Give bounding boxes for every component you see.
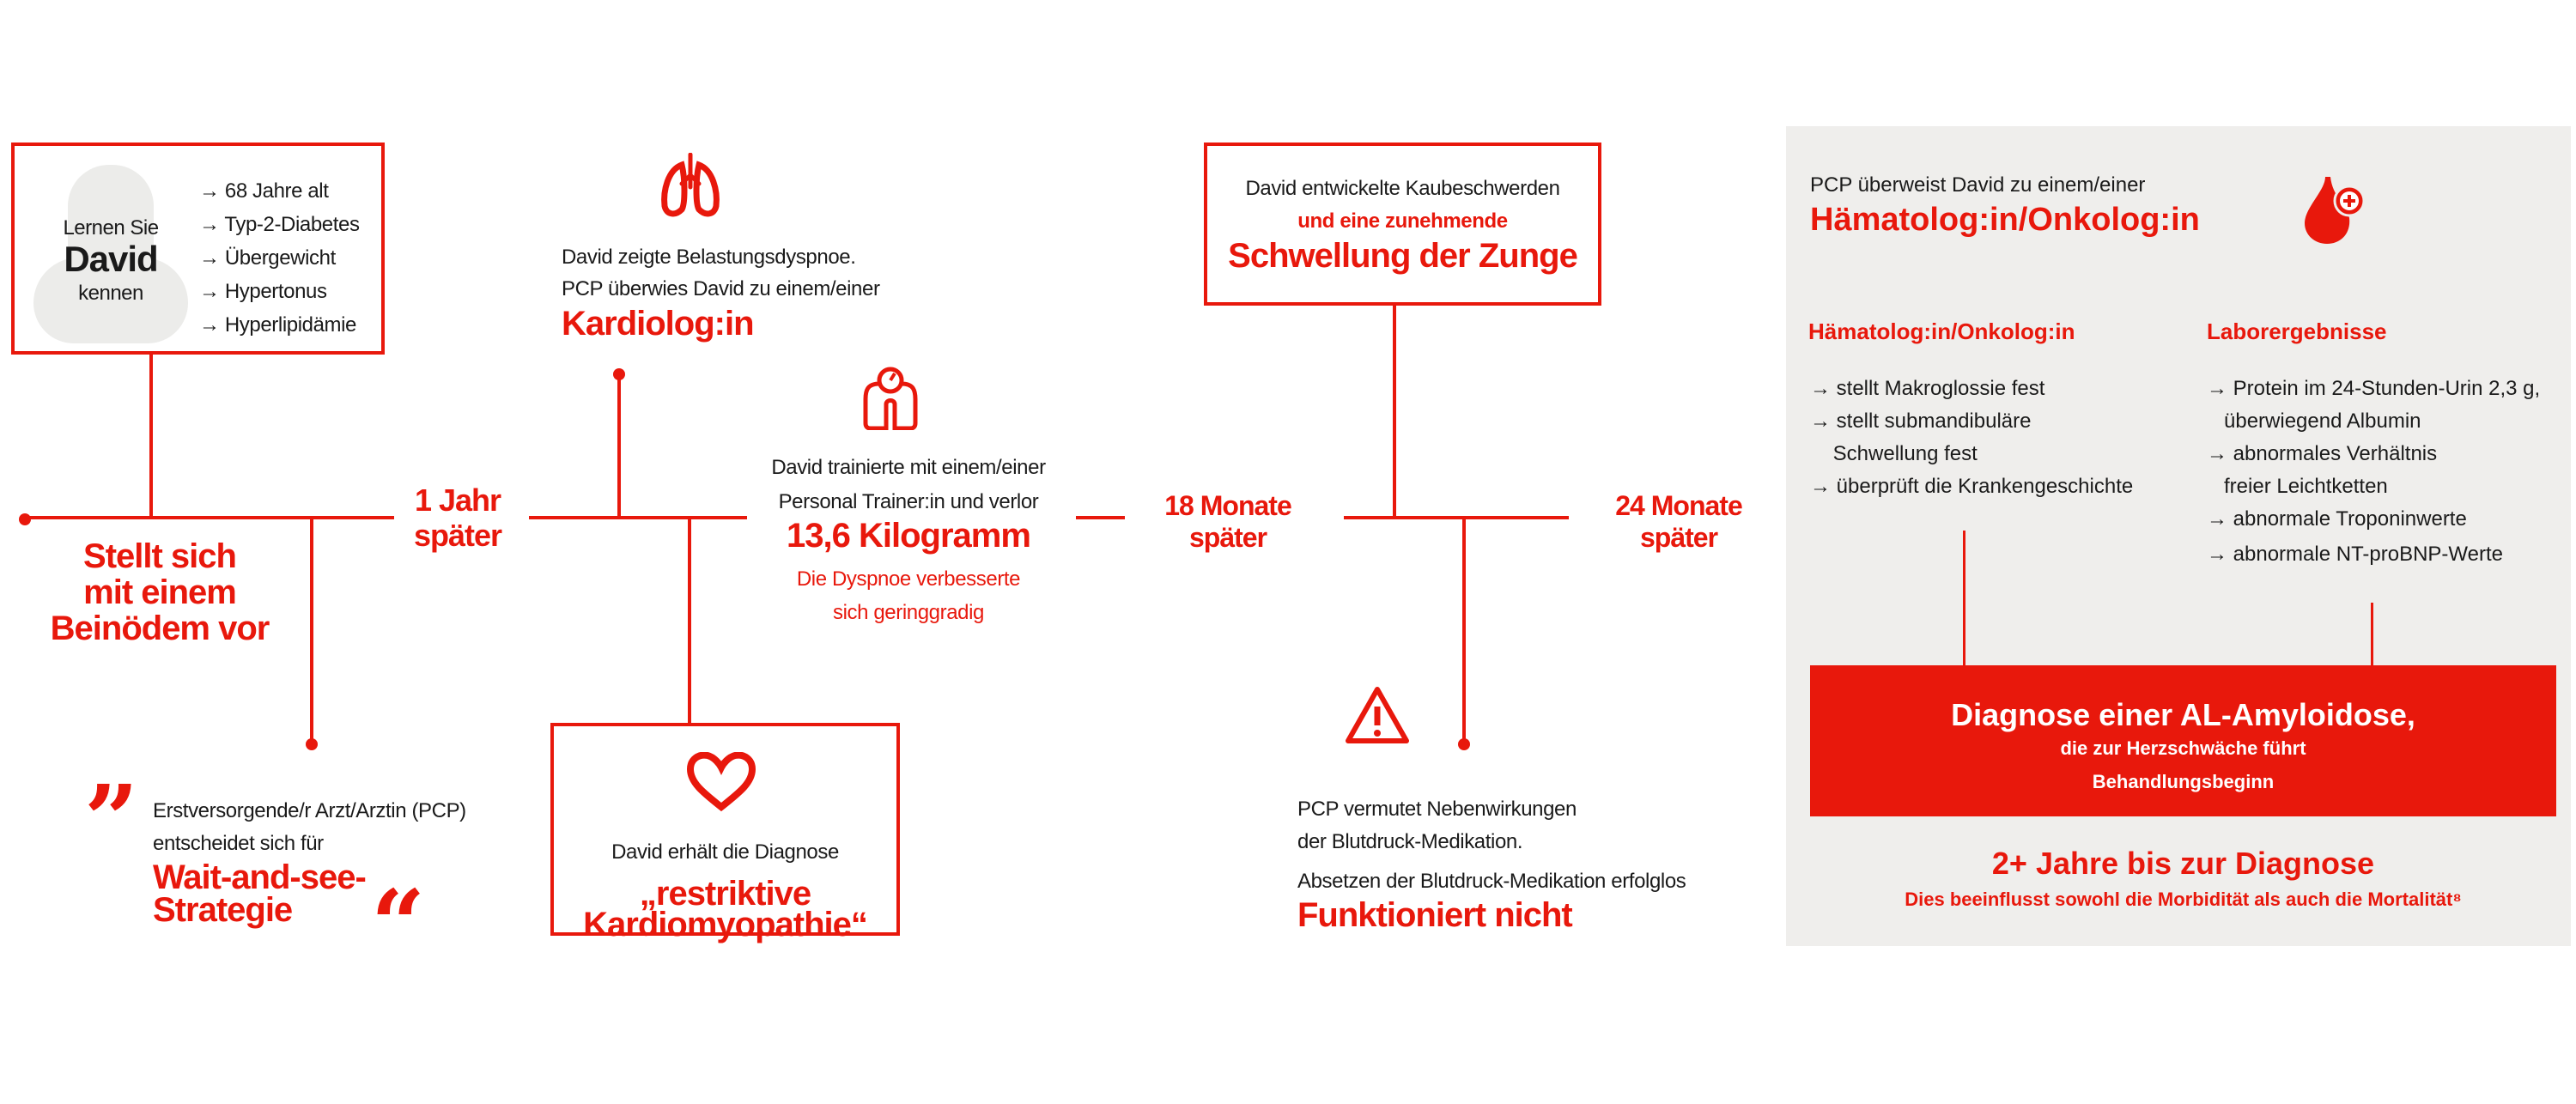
quote-line: Erstversorgende/r Arzt/Arztin (PCP) <box>153 799 466 822</box>
connector <box>1963 531 1965 665</box>
fact: → Hypertonus <box>199 280 327 303</box>
heart-icon <box>687 752 756 812</box>
tongue-line: David entwickelte Kaubeschwerden <box>1245 177 1560 200</box>
connector <box>310 518 313 744</box>
col1-item: Schwellung fest <box>1810 442 1978 465</box>
connector-dot <box>613 368 625 380</box>
start-line: mit einem <box>83 573 237 611</box>
close-quote-icon: “ <box>371 869 426 980</box>
trainer-line: David trainierte mit einem/einer <box>771 456 1046 479</box>
fact: → Hyperlipidämie <box>199 313 356 337</box>
col2-heading: Laborergebnisse <box>2207 318 2387 344</box>
tongue-box: David entwickelte Kaubeschwerden und ein… <box>1204 143 1601 306</box>
col2-item: freier Leichtketten <box>2207 475 2388 498</box>
cardiology-highlight: Kardiolog:in <box>562 305 755 343</box>
medication-highlight: Funktioniert nicht <box>1297 896 1573 934</box>
col1-item: → stellt Makroglossie fest <box>1810 377 2045 400</box>
connector-dot <box>306 738 318 750</box>
intro-post: kennen <box>78 282 143 305</box>
fact: → Übergewicht <box>199 246 336 270</box>
connector <box>688 518 691 724</box>
col1-item: → stellt submandibuläre <box>1810 409 2032 433</box>
start-line: Stellt sich <box>83 537 237 575</box>
col1-heading: Hämatolog:in/Onkolog:in <box>1808 318 2075 344</box>
duration: 2+ Jahre bis zur Diagnose <box>1991 846 2375 881</box>
result-sub: die zur Herzschwäche führt <box>2060 737 2306 759</box>
fact: → Typ-2-Diabetes <box>199 213 360 236</box>
medication-line: PCP vermutet Nebenwirkungen <box>1297 798 1577 821</box>
intro-name: David <box>64 239 158 279</box>
time-label-18: später <box>1188 522 1267 553</box>
col2-item: → abnormale NT-proBNP-Werte <box>2207 543 2503 566</box>
col2-item: überwiegend Albumin <box>2207 409 2421 433</box>
intro-box: Lernen Sie David kennen → 68 Jahre alt →… <box>11 143 385 355</box>
trainer-highlight: 13,6 Kilogramm <box>787 517 1031 555</box>
timeline-line <box>1076 516 1125 519</box>
start-line: Beinödem vor <box>50 610 270 647</box>
rcm-diagnosis-box: David erhält die Diagnose „restriktive K… <box>550 723 900 943</box>
result-sub2: Behandlungsbeginn <box>2092 771 2275 792</box>
connector <box>617 374 621 518</box>
cardiology-line: David zeigte Belastungsdyspnoe. <box>562 246 856 269</box>
connector <box>149 355 153 518</box>
rcm-highlight: „restriktive <box>639 875 811 913</box>
trainer-note: sich geringgradig <box>833 601 984 624</box>
rcm-highlight: Kardiomyopathie“ <box>583 906 868 943</box>
col2-item: → abnormale Troponinwerte <box>2207 507 2467 531</box>
col2-item: → Protein im 24-Stunden-Urin 2,3 g, <box>2207 377 2541 400</box>
trainer-note: Die Dyspnoe verbesserte <box>796 567 1021 591</box>
connector <box>2371 603 2373 665</box>
quote-highlight: Strategie <box>153 891 293 929</box>
tongue-highlight: Schwellung der Zunge <box>1228 237 1578 275</box>
time-label-18: 18 Monate <box>1164 490 1291 521</box>
lungs-icon <box>661 153 720 217</box>
amyloidosis-result-box: Diagnose einer AL-Amyloidose, die zur He… <box>1810 665 2556 816</box>
scale-icon <box>863 367 918 430</box>
timeline-line <box>1344 516 1569 519</box>
trainer-line: Personal Trainer:in und verlor <box>778 490 1039 513</box>
col1-item: → überprüft die Krankengeschichte <box>1810 475 2134 498</box>
cardiology-line: PCP überwies David zu einem/einer <box>562 277 880 300</box>
rcm-line: David erhält die Diagnose <box>611 840 839 864</box>
connector <box>1462 518 1466 744</box>
tongue-sub: und eine zunehmende <box>1297 209 1508 233</box>
time-label-1: 1 Jahr <box>414 482 501 518</box>
quote-line: entscheidet sich für <box>153 832 324 855</box>
panel-intro: PCP überweist David zu einem/einer <box>1810 173 2146 197</box>
result-title: Diagnose einer AL-Amyloidose, <box>1951 697 2415 732</box>
time-label-1: später <box>413 518 502 553</box>
panel-title: Hämatolog:in/Onkolog:in <box>1810 202 2200 238</box>
silhouette-body <box>33 258 188 343</box>
timeline-line <box>529 516 747 519</box>
medication-line: der Blutdruck-Medikation. <box>1297 830 1523 853</box>
impact: Dies beeinflusst sowohl die Morbidität a… <box>1905 889 2462 910</box>
open-quote-icon: ” <box>84 764 139 875</box>
time-label-24: 24 Monate <box>1615 490 1742 521</box>
col2-item: → abnormales Verhältnis <box>2207 442 2438 465</box>
time-label-24: später <box>1639 522 1718 553</box>
medication-line: Absetzen der Blutdruck-Medikation erfolg… <box>1297 870 1686 893</box>
intro-pre: Lernen Sie <box>63 216 159 240</box>
warning-icon <box>1346 687 1409 743</box>
connector <box>1393 306 1396 518</box>
fact: → 68 Jahre alt <box>199 179 329 203</box>
connector-dot <box>1458 738 1470 750</box>
hematology-panel: PCP überweist David zu einem/einer Hämat… <box>1786 126 2571 946</box>
timeline-line <box>25 516 394 519</box>
blood-drop-plus-icon <box>2305 177 2366 244</box>
quote-highlight: Wait-and-see- <box>153 858 367 896</box>
